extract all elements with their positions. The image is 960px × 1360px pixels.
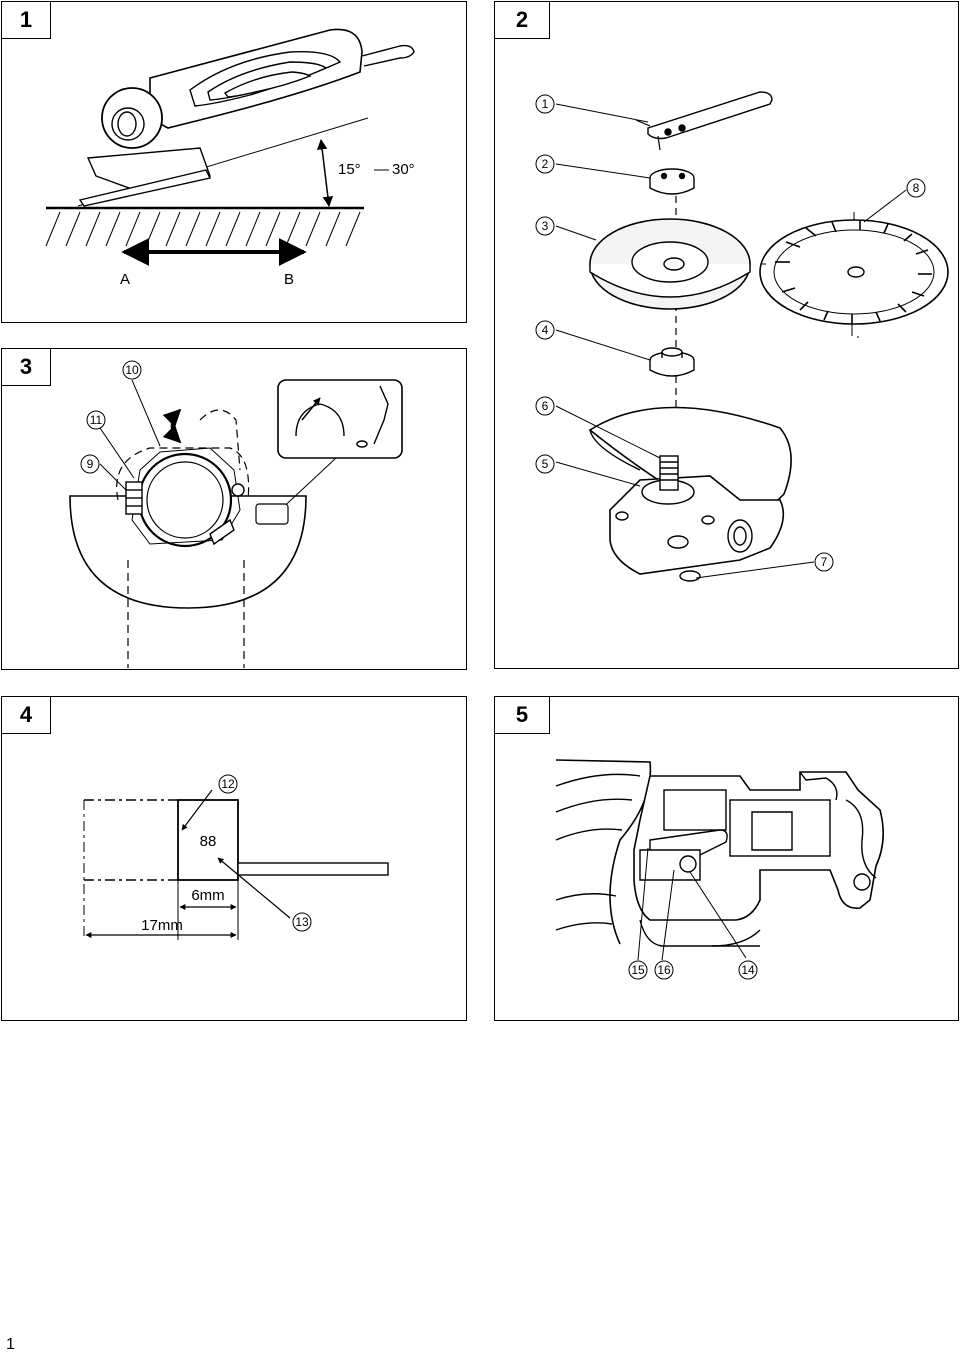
fig1-direction-b-label: B: [284, 271, 294, 288]
fig5-callout-16: 16: [657, 963, 671, 977]
figure-1-number: 1: [19, 7, 33, 32]
fig2-callout-8: 8: [913, 181, 920, 195]
fig2-callout-3: 3: [542, 219, 549, 233]
figure-3-tab: 3: [1, 348, 51, 386]
figure-4-tab: 4: [1, 696, 51, 734]
fig3-callouts: [80, 360, 142, 474]
fig2-callout-2: 2: [542, 157, 549, 171]
fig5-brush-holder-drawing: [555, 759, 884, 961]
figure-1-tab: 1: [1, 1, 51, 39]
fig3-callout-11: 11: [90, 413, 103, 427]
figure-4-number: 4: [19, 702, 33, 727]
fig4-brush-drawing: [83, 789, 389, 940]
fig3-callout-9: 9: [87, 457, 94, 471]
fig4-dim-large: 17mm: [141, 917, 183, 934]
fig2-callout-5: 5: [542, 457, 549, 471]
fig3-callout-10: 10: [125, 363, 139, 377]
fig4-callout-13: 13: [295, 915, 309, 929]
fig1-angle-end-label: 30°: [392, 161, 415, 178]
fig1-angle-start-label: 15°: [338, 161, 361, 178]
fig2-callout-4: 4: [542, 323, 549, 337]
fig5-callouts: [628, 960, 758, 980]
fig2-callout-6: 6: [542, 399, 549, 413]
figure-2-number: 2: [515, 7, 529, 32]
fig4-callout-12: 12: [221, 777, 235, 791]
fig5-callout-15: 15: [631, 963, 645, 977]
fig4-brush-value: 88: [200, 833, 217, 850]
fig2-callouts: [535, 94, 926, 572]
fig2-callout-1: 1: [542, 97, 549, 111]
fig4-callouts: [218, 774, 312, 932]
figure-5-tab: 5: [494, 696, 550, 734]
fig1-direction-a-label: A: [120, 271, 130, 288]
fig1-angle-dash: —: [374, 161, 389, 178]
fig2-exploded-view-drawing: [555, 91, 949, 582]
page-number: 1: [6, 1336, 15, 1353]
figure-3-number: 3: [19, 354, 33, 379]
fig5-callout-14: 14: [741, 963, 755, 977]
figure-2-tab: 2: [494, 1, 550, 39]
fig2-callout-7: 7: [821, 555, 828, 569]
figure-5-number: 5: [515, 702, 529, 727]
fig4-dim-small: 6mm: [191, 887, 224, 904]
fig3-guard-drawing: [69, 379, 403, 668]
fig1-grinder-drawing: [45, 28, 415, 266]
